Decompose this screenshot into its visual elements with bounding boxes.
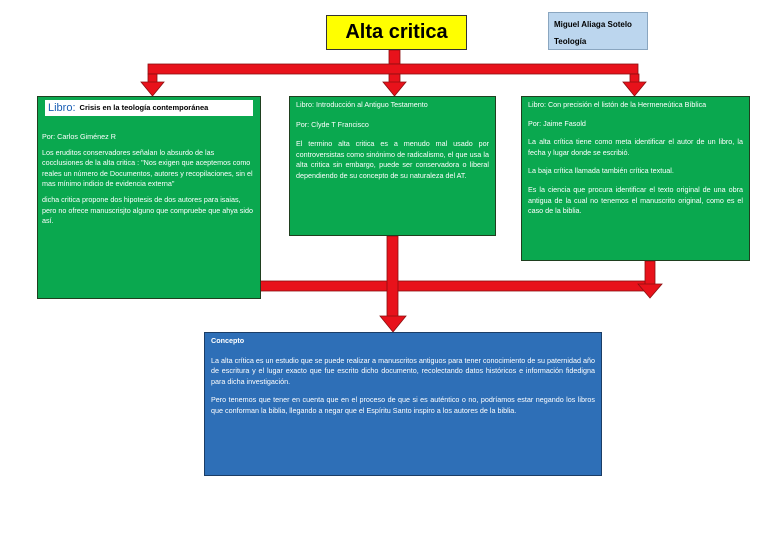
arrow-shaft-right-bottom [644, 260, 656, 286]
book-paragraph-1: El termino alta critica es a menudo mal … [296, 139, 489, 180]
concept-paragraph-1: La alta crítica es un estudio que se pue… [211, 355, 595, 386]
book-title: Libro: Introducción al Antiguo Testament… [296, 100, 428, 109]
arrow-head-right-bottom [637, 283, 663, 299]
concept-box: Concepto La alta crítica es un estudio q… [204, 332, 602, 476]
author-name: Miguel Aliaga Sotelo [554, 20, 632, 29]
concept-paragraph-2: Pero tenemos que tener en cuenta que en … [211, 395, 595, 415]
book-paragraph-2: dicha critica propone dos hipotesis de d… [42, 194, 253, 226]
book-box-left: Libro: Crisis en la teología contemporán… [37, 96, 261, 299]
libro-header: Libro: Crisis en la teología contemporán… [45, 100, 253, 116]
arrow-shaft-center [386, 235, 399, 319]
libro-label: Libro: [48, 101, 76, 114]
libro-title: Crisis en la teología contemporánea [79, 102, 209, 112]
book-author: Por: Jaime Fasold [528, 118, 586, 128]
book-box-middle: Libro: Introducción al Antiguo Testament… [289, 96, 496, 236]
book-title: Libro: Con precisión el listón de la Her… [528, 100, 707, 109]
book-author: Por: Carlos Giménez R [42, 132, 116, 141]
author-box: Miguel Aliaga Sotelo Teología [548, 12, 648, 50]
arrow-head-left [140, 81, 165, 97]
book-paragraph-3: Es la ciencia que procura identificar el… [528, 184, 743, 216]
arrow-head-right [622, 81, 647, 97]
author-subject: Teología [554, 37, 587, 46]
concept-title: Concepto [211, 336, 245, 345]
book-paragraph-1: La alta crítica tiene como meta identifi… [528, 137, 743, 157]
arrow-head-middle [382, 81, 407, 97]
book-paragraph-1: Los eruditos conservadores señalan lo ab… [42, 147, 253, 189]
book-author: Por: Clyde T Francisco [296, 119, 369, 129]
book-box-right: Libro: Con precisión el listón de la Her… [521, 96, 750, 261]
main-title: Alta critica [326, 15, 467, 50]
arrow-horizontal-top [147, 63, 639, 75]
arrow-head-center [379, 315, 407, 333]
arrow-shaft-top [388, 49, 401, 65]
book-paragraph-2: La baja crítica llamada también crítica … [528, 166, 674, 176]
